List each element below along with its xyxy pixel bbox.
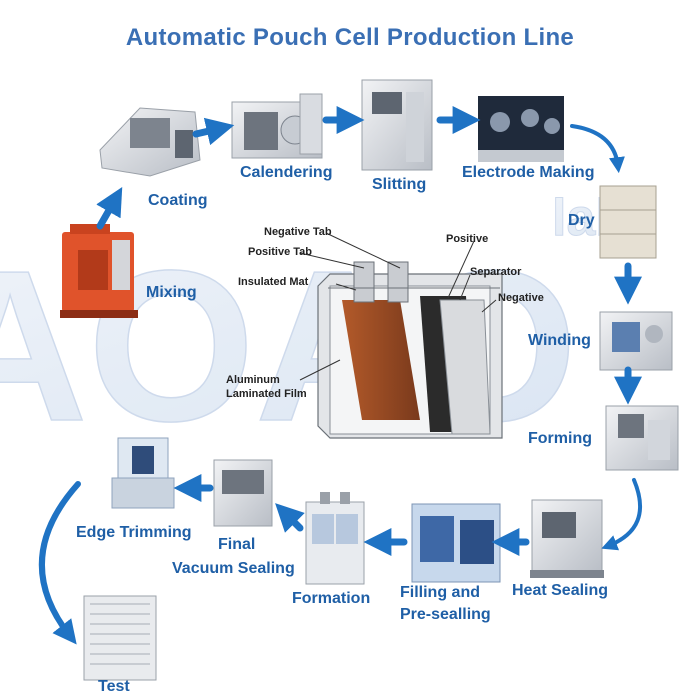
cell-negative-label: Negative	[498, 292, 544, 304]
arrow-mixing-coating	[96, 187, 123, 230]
electrode-making-machine	[478, 96, 564, 162]
cell-separator-label: Separator	[470, 266, 522, 278]
page-title: Automatic Pouch Cell Production Line	[125, 24, 575, 51]
cell-negative-tab-label: Negative Tab	[264, 226, 332, 238]
cell-insulated-mat-label: Insulated Mat	[238, 276, 309, 288]
slitting-machine	[361, 79, 433, 171]
arrow-coating-calendering	[192, 117, 235, 146]
step-edge-trimming-label: Edge Trimming	[76, 524, 192, 541]
coating-machine	[99, 107, 201, 177]
step-calendering-label: Calendering	[240, 164, 333, 181]
cell-aluminum-label-line2: Laminated Film	[226, 388, 307, 400]
cell-positive-label: Positive	[446, 233, 489, 245]
step-dry-label: Dry	[568, 212, 595, 229]
forming-machine	[605, 405, 679, 471]
step-mixing-label: Mixing	[146, 284, 197, 301]
edge-trimming-machine	[111, 437, 175, 509]
step-final-label-line1: Final	[218, 536, 256, 553]
step-filling-label-line1: Filling and	[400, 584, 480, 601]
formation-cabinet	[305, 492, 365, 585]
winding-machine	[599, 311, 673, 371]
cell-positive-tab-label: Positive Tab	[248, 246, 312, 258]
arrow-edge-test	[39, 481, 81, 645]
cell-aluminum-label-line1: Aluminum	[226, 374, 280, 386]
final-vacuum-sealing-machine	[213, 459, 273, 527]
arrow-electrode-dry	[570, 124, 625, 174]
dry-oven	[599, 185, 657, 259]
mixing-machine	[60, 224, 138, 318]
pouch-cell-diagram	[317, 261, 503, 439]
test-cabinet	[83, 595, 157, 681]
step-electrode-making-label: Electrode Making	[462, 164, 595, 181]
step-final-label-line2: Vacuum Sealing	[172, 560, 295, 577]
step-heat-sealing-label: Heat Sealing	[512, 582, 609, 599]
step-formation-label: Formation	[292, 590, 371, 607]
arrow-formation-final	[275, 503, 305, 533]
step-forming-label: Forming	[528, 430, 592, 447]
cell-leader-lines	[299, 232, 497, 381]
filling-machine	[411, 503, 501, 583]
flow-arrows	[39, 106, 643, 645]
arrow-forming-heatsealing	[601, 478, 643, 551]
step-test-label: Test	[98, 678, 130, 695]
step-coating-label: Coating	[148, 192, 208, 209]
step-winding-label: Winding	[528, 332, 591, 349]
calendering-machine	[231, 93, 323, 159]
heat-sealing-machine	[530, 499, 604, 578]
step-filling-label-line2: Pre-sealling	[400, 606, 491, 623]
step-slitting-label: Slitting	[372, 176, 427, 193]
